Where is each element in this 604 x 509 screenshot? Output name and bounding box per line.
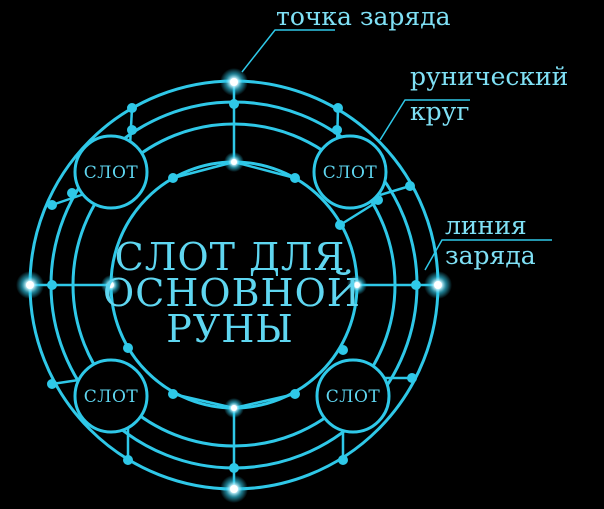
node [229,99,239,109]
center-line-3: РУНЫ [166,307,294,351]
inner-point-top [231,159,237,165]
callout-charge-point [241,29,335,73]
link-in-1 [172,160,235,180]
label-charge-point: точка заряда [276,2,451,31]
charge-point-top [230,78,238,86]
label-charge-line-line2: заряда [445,241,536,270]
node [405,181,415,191]
node [67,188,77,198]
node [127,103,137,113]
slot-bottom-right-label: СЛОТ [326,387,381,407]
callout-charge-line [424,239,552,271]
node [229,463,239,473]
slot-top-left-label: СЛОТ [84,163,139,183]
callout-rune-circle [379,99,470,141]
node [338,345,348,355]
node [168,173,178,183]
node [338,455,348,465]
inner-point-bottom [231,405,237,411]
slot-bottom-right [315,358,391,434]
node [47,200,57,210]
inner-point-left [108,282,114,288]
node [333,103,343,113]
node [123,343,133,353]
slot-bottom-left [73,358,149,434]
labels: точка заряда рунический круг линия заряд… [276,2,568,270]
label-charge-line-line1: линия [445,211,527,240]
node [407,373,417,383]
slot-top-left [73,134,149,210]
charge-point-left [26,281,34,289]
slot-bottom-left-label: СЛОТ [84,387,139,407]
callouts [241,29,552,271]
charge-points [16,68,452,503]
center-line-2: ОСНОВНОЙ [103,270,361,315]
inner-point-right [354,282,360,288]
link-tr-3 [339,198,381,227]
slot-top-right [312,134,388,210]
slots: СЛОТ СЛОТ СЛОТ СЛОТ [73,134,391,434]
node [47,379,57,389]
link-in-3 [172,392,235,410]
ring-nodes [47,99,421,473]
charge-point-right [434,281,442,289]
node [123,455,133,465]
node [47,280,57,290]
node [290,389,300,399]
link-in-4 [233,392,296,410]
node [290,173,300,183]
link-tr-2 [379,184,411,197]
node [335,220,345,230]
node [168,389,178,399]
node [332,125,342,135]
charge-point-bottom [230,485,238,493]
label-rune-circle-line1: рунический [410,62,568,91]
center-rune-slot: СЛОТ ДЛЯ ОСНОВНОЙ РУНЫ [103,235,361,351]
center-line-1: СЛОТ ДЛЯ [115,235,346,279]
slot-top-right-label: СЛОТ [323,163,378,183]
node [127,125,137,135]
link-in-2 [233,160,296,180]
label-rune-circle-line2: круг [410,97,469,126]
node [411,280,421,290]
